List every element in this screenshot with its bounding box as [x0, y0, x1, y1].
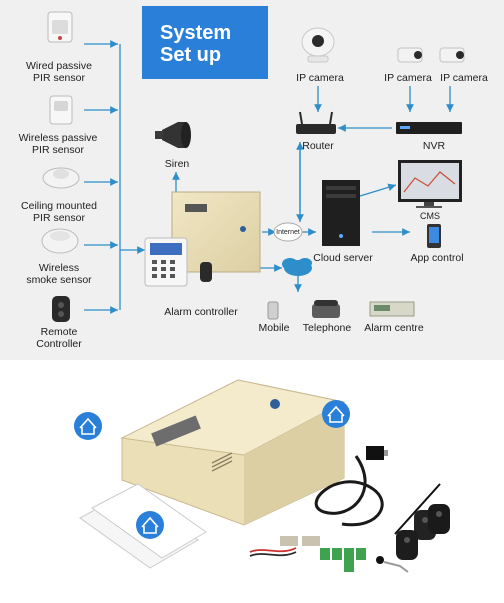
house-badge-icon	[136, 511, 164, 539]
sensor-label-ceiling-pir: Ceiling mounted PIR sensor	[10, 200, 108, 224]
house-badge-icon	[322, 400, 350, 428]
internet-label: Internet	[276, 229, 300, 236]
cloud-server-image	[322, 180, 360, 246]
control-box-image	[120, 379, 346, 526]
sensor-label-line: Wireless	[38, 262, 80, 274]
app-control-phone-image	[427, 224, 441, 248]
sensor-label-wired-pir: Wired passive PIR sensor	[10, 60, 108, 84]
remote-controller-image	[52, 296, 70, 322]
router-image	[296, 111, 336, 134]
mobile-label: Mobile	[258, 322, 290, 334]
wireless-pir-sensor-image	[49, 95, 73, 125]
accessories-image	[249, 536, 366, 572]
ip-camera-dome-image	[301, 27, 335, 63]
title-box: System Set up	[142, 6, 268, 79]
sensor-label-line: PIR sensor	[33, 72, 85, 84]
sensor-label-line: PIR sensor	[32, 144, 84, 156]
ip-camera-3-label: IP camera	[440, 72, 488, 84]
ip-camera-bullet-image	[397, 47, 423, 63]
sensor-label-smoke: Wireless smoke sensor	[10, 262, 108, 286]
title-line-2: Set up	[160, 44, 222, 66]
sensor-label-line: Remote	[40, 326, 78, 338]
app-control-label: App control	[410, 252, 464, 264]
sensor-label-line: Controller	[36, 338, 82, 350]
alarm-controller-image	[144, 191, 261, 287]
wired-pir-sensor-image	[47, 11, 73, 43]
sensor-label-line: Ceiling mounted	[21, 200, 97, 212]
sensor-label-wireless-pir: Wireless passive PIR sensor	[8, 132, 108, 156]
cms-monitor-image	[398, 160, 462, 208]
alarm-centre-image	[369, 301, 415, 317]
power-cable-image	[314, 446, 388, 527]
internet-cloud-image	[273, 222, 303, 242]
mobile-phone-image	[267, 301, 279, 320]
ip-camera-bullet-image-2	[439, 47, 465, 63]
ip-camera-1-label: IP camera	[296, 72, 344, 84]
antenna-image	[394, 483, 441, 535]
sensor-label-line: Wired passive	[26, 60, 92, 72]
alarm-controller-label: Alarm controller	[164, 306, 238, 318]
network-cloud-image	[282, 258, 312, 276]
siren-image	[155, 122, 191, 148]
sensor-label-line: smoke sensor	[26, 274, 92, 286]
house-badge-icon	[74, 412, 102, 440]
title-line-1: System	[160, 22, 232, 44]
siren-label: Siren	[164, 158, 190, 170]
sensor-label-line: Wireless passive	[18, 132, 98, 144]
ceiling-pir-sensor-image	[42, 167, 80, 189]
keys-image	[376, 556, 409, 573]
ip-camera-2-label: IP camera	[384, 72, 432, 84]
cms-label: CMS	[420, 211, 440, 221]
sensor-label-remote: Remote Controller	[10, 326, 108, 350]
connector-lines	[84, 40, 454, 314]
telephone-label: Telephone	[302, 322, 352, 334]
sensor-label-line: PIR sensor	[33, 212, 85, 224]
remote-keyfob-2-image	[428, 504, 450, 534]
router-label: Router	[302, 140, 334, 152]
remote-keyfob-3-image	[396, 530, 418, 560]
telephone-image	[312, 300, 340, 318]
smoke-sensor-image	[41, 228, 79, 254]
nvr-image	[396, 122, 462, 134]
cloud-server-label: Cloud server	[313, 252, 373, 264]
alarm-centre-label: Alarm centre	[364, 322, 424, 334]
nvr-label: NVR	[422, 140, 446, 152]
